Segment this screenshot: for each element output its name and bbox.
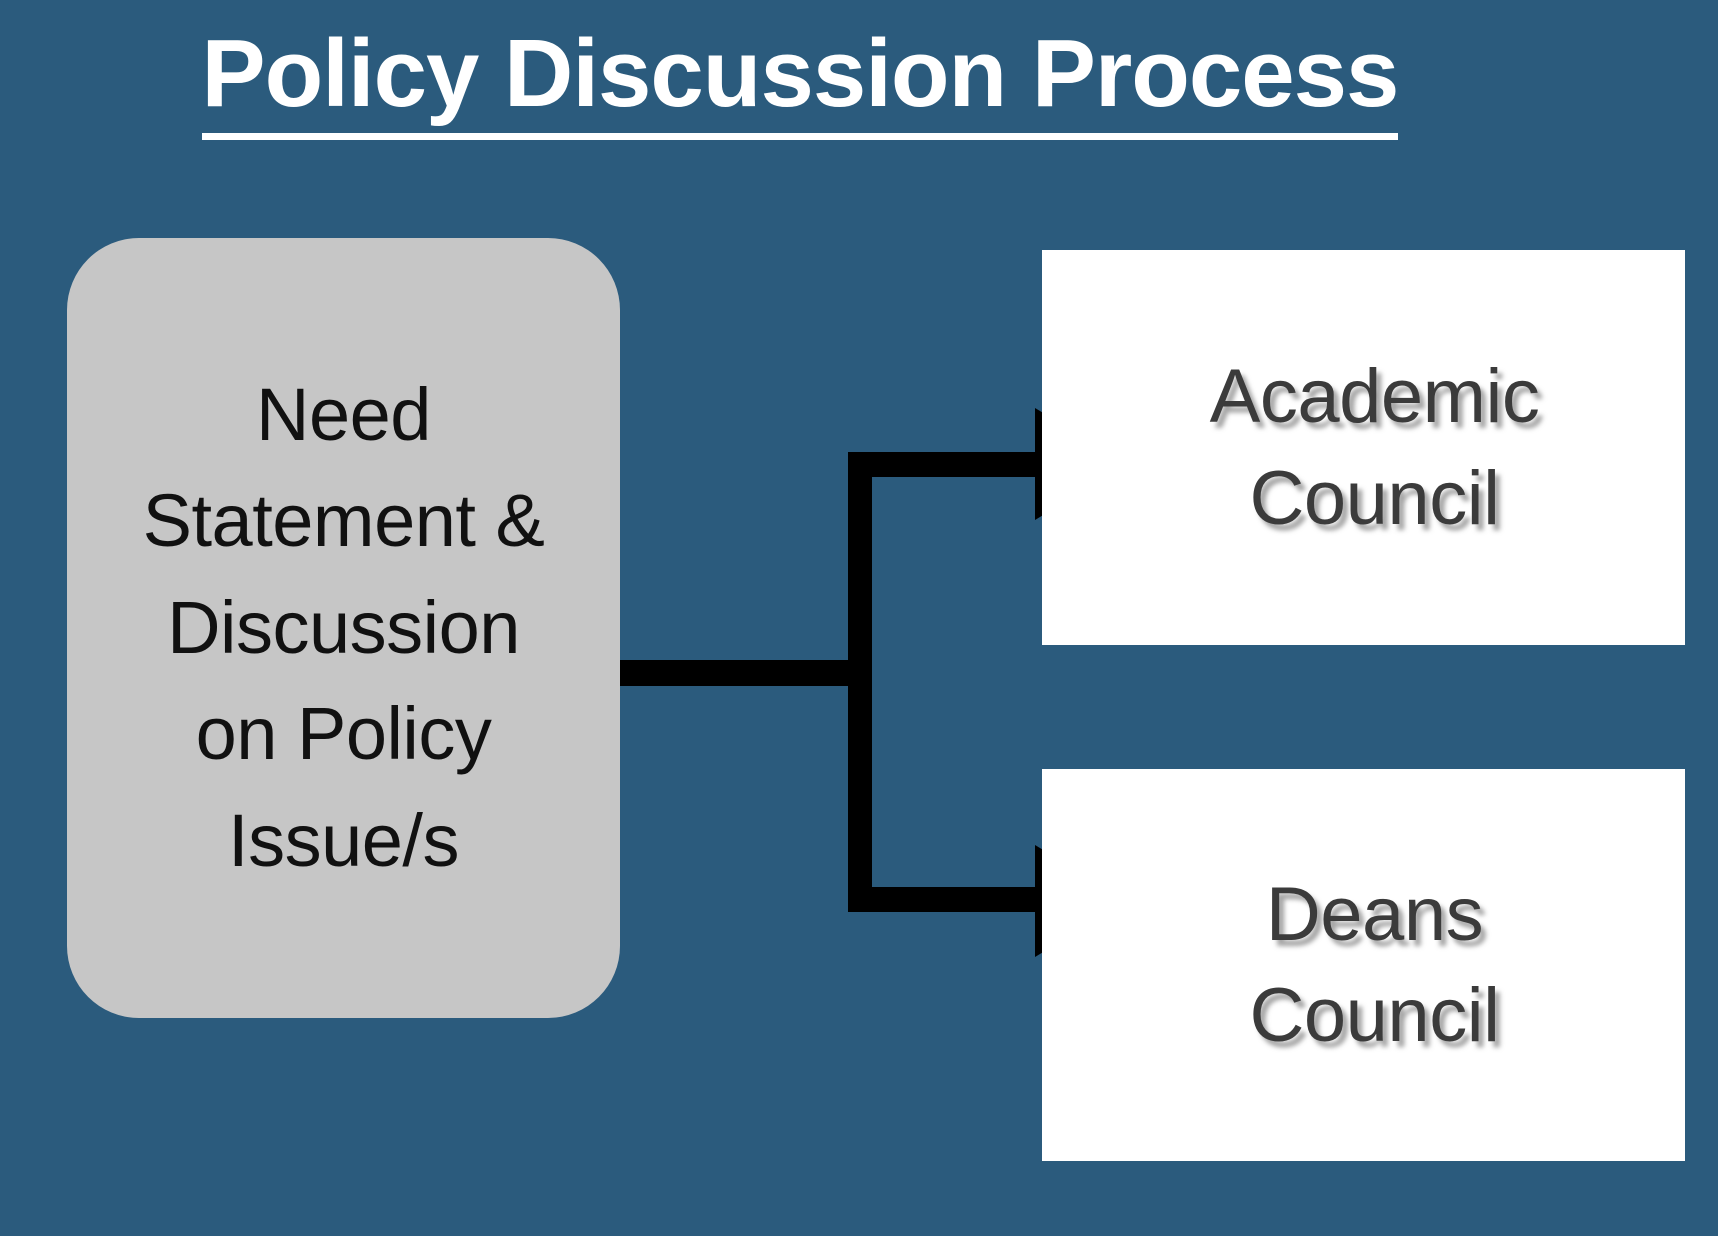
node-need-statement-line-3: Discussion <box>167 585 520 669</box>
node-need-statement[interactable]: Need Statement & Discussion on Policy Is… <box>67 238 620 1018</box>
page-title-text: Policy Discussion Process <box>201 20 1399 140</box>
connector-stem <box>620 660 872 686</box>
node-need-statement-line-4: on Policy <box>195 692 492 776</box>
node-academic-council-label: Academic Council <box>1210 346 1540 548</box>
node-need-statement-line-5: Issue/s <box>228 798 459 882</box>
node-need-statement-label: Need Statement & Discussion on Policy Is… <box>143 362 545 895</box>
node-deans-council-line-1: Deans <box>1265 871 1484 957</box>
node-deans-council-line-2: Council <box>1249 973 1500 1058</box>
connector-arm-top <box>848 452 1040 477</box>
connector-spine <box>848 452 872 912</box>
node-deans-council[interactable]: Deans Council <box>1042 769 1685 1161</box>
node-deans-council-label: Deans Council <box>1250 864 1500 1066</box>
connector-trunk <box>620 452 1040 912</box>
node-academic-council-line-1: Academic <box>1209 354 1540 440</box>
node-academic-council[interactable]: Academic Council <box>1042 250 1685 645</box>
node-need-statement-line-1: Need <box>256 372 431 456</box>
node-academic-council-line-2: Council <box>1249 455 1500 541</box>
page-title: Policy Discussion Process <box>0 20 1600 140</box>
connector-arm-bottom <box>848 887 1040 912</box>
node-need-statement-line-2: Statement & <box>142 479 545 563</box>
